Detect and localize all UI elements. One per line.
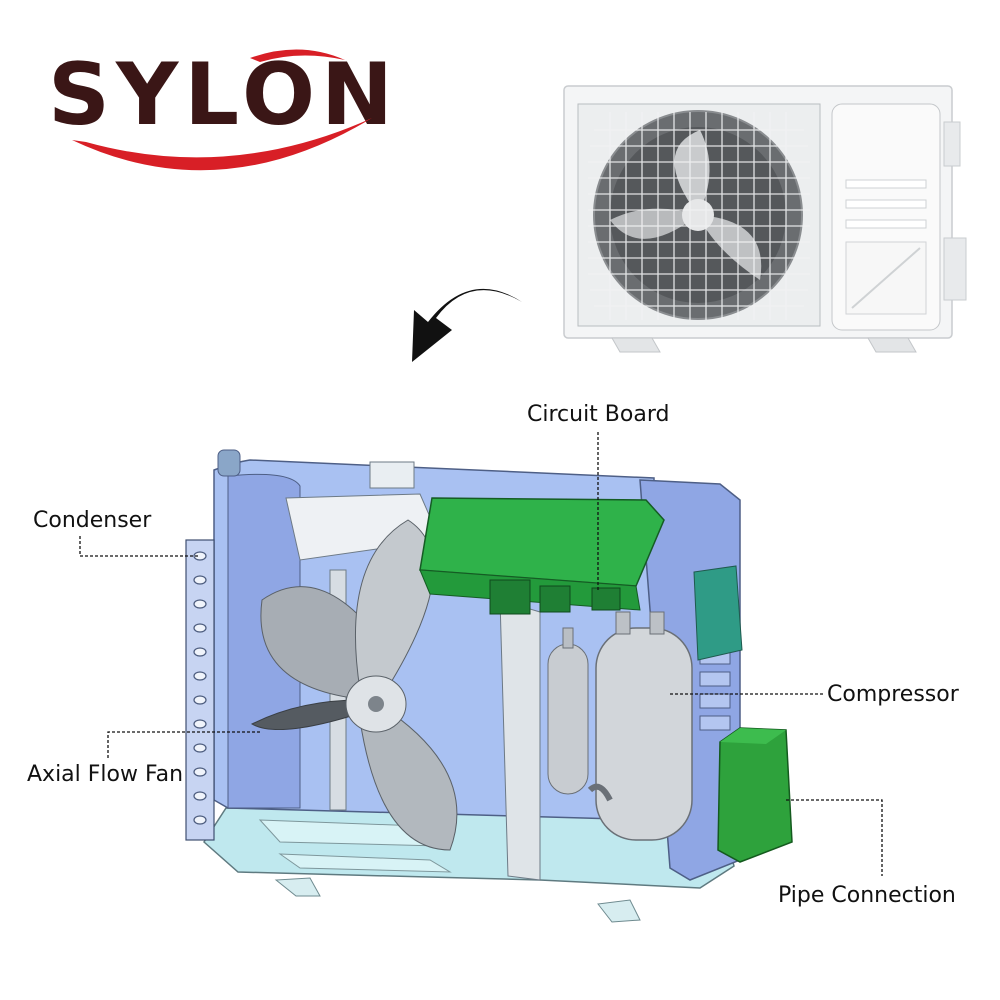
label-circuit-board: Circuit Board <box>527 402 670 427</box>
label-axial-flow-fan: Axial Flow Fan <box>27 762 184 787</box>
brand-name: SYLON <box>48 45 400 145</box>
label-compressor: Compressor <box>827 682 959 707</box>
label-condenser: Condenser <box>33 508 152 533</box>
label-pipe-connection: Pipe Connection <box>778 883 956 908</box>
